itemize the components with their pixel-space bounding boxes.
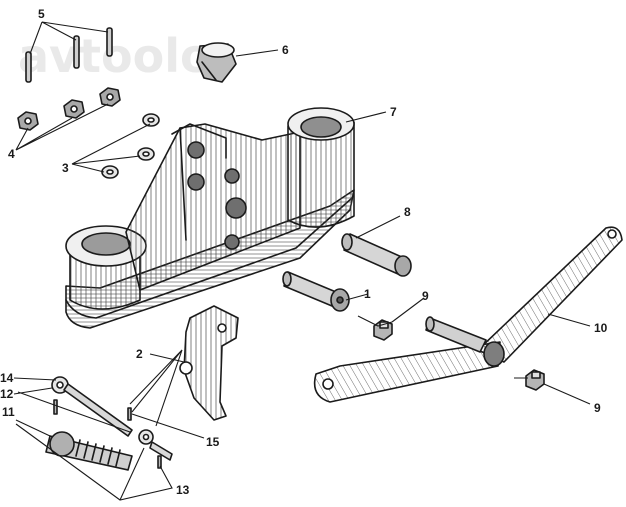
callout-10: 10: [594, 321, 608, 335]
callout-6: 6: [282, 43, 289, 57]
bolt-part-1: [282, 271, 350, 312]
callout-labels: 5 6 7 4 3 8 1 9 10 9 2 14 12 11 15 13: [0, 7, 608, 497]
callout-13: 13: [176, 483, 190, 497]
spring-assembly-parts-11-15: [45, 376, 173, 471]
callout-8: 8: [404, 205, 411, 219]
grease-fitting-part-9-upper: [373, 319, 393, 341]
cam-link-part-2: [179, 305, 239, 421]
callout-3: 3: [62, 161, 69, 175]
callout-5: 5: [38, 7, 45, 21]
callout-7: 7: [390, 105, 397, 119]
watermark-logo: avtoolo: [18, 29, 212, 83]
callout-1: 1: [364, 287, 371, 301]
callout-15: 15: [206, 435, 220, 449]
callout-2: 2: [136, 347, 143, 361]
callout-9-upper: 9: [422, 289, 429, 303]
cotter-pins-part-5: [25, 27, 113, 83]
callout-14: 14: [0, 371, 14, 385]
washers-part-3: [101, 113, 160, 179]
pin-part-8: [341, 233, 412, 277]
leader-lines: [13, 21, 591, 501]
bushing-part-6: [196, 42, 237, 83]
callout-4: 4: [8, 147, 15, 161]
callout-12: 12: [0, 387, 14, 401]
main-bracket-part-7: [65, 107, 355, 329]
callout-9-lower: 9: [594, 401, 601, 415]
callout-11: 11: [2, 405, 15, 419]
castle-nuts-part-4: [17, 87, 121, 131]
grease-fitting-part-9-lower: [525, 369, 545, 391]
lever-arm-part-10: [313, 226, 623, 403]
